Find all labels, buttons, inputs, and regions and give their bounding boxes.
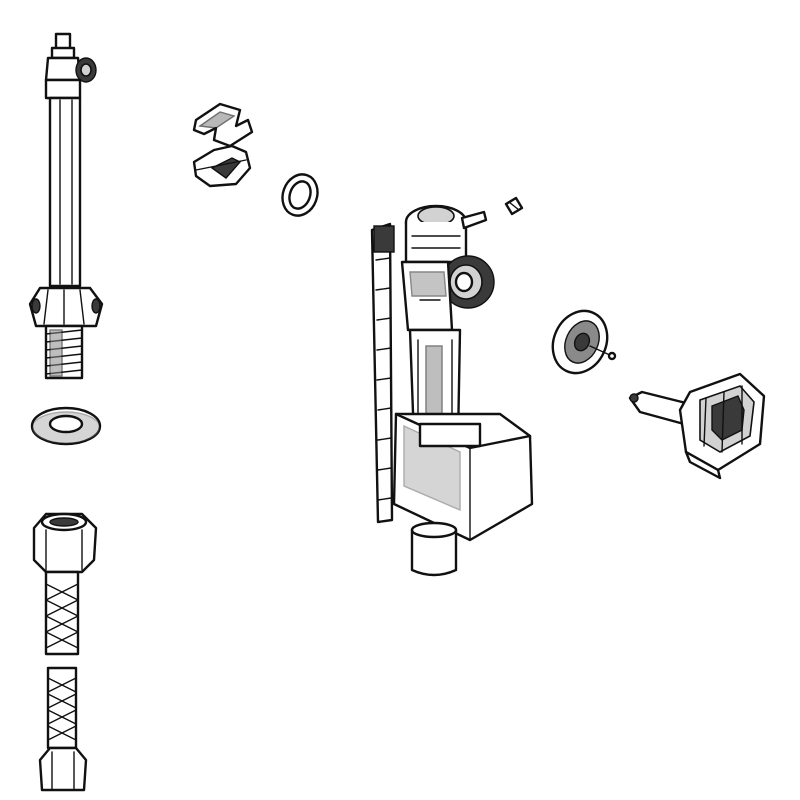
float-arm	[628, 372, 766, 480]
supply-line	[32, 512, 98, 792]
pin	[504, 196, 524, 216]
washer	[30, 406, 102, 446]
fill-valve	[370, 204, 534, 577]
riser-tube	[28, 32, 104, 380]
seal-cap	[551, 309, 617, 375]
o-ring	[281, 173, 319, 217]
clip	[192, 102, 254, 188]
